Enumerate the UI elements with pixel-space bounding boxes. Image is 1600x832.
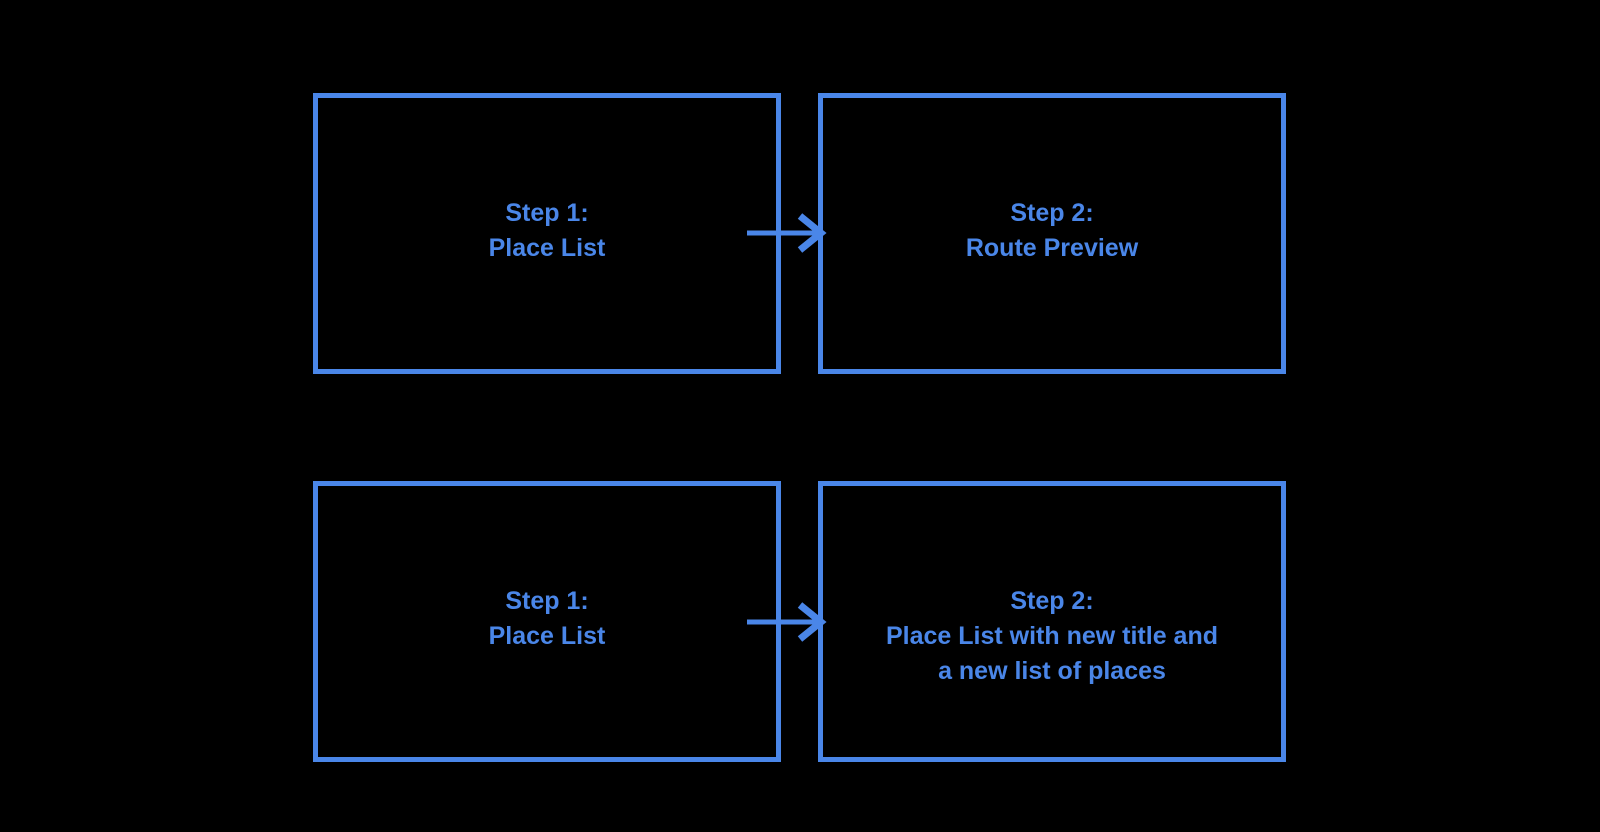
box-step1-place-list-2: Step 1: Place List xyxy=(313,481,781,762)
step-label: Step 2: Place List with new title and a … xyxy=(823,584,1281,689)
box-step2-route-preview: Step 2: Route Preview xyxy=(818,93,1286,374)
step-label: Step 2: Route Preview xyxy=(823,196,1281,266)
box-step2-new-place-list: Step 2: Place List with new title and a … xyxy=(818,481,1286,762)
step-title: Step 1: xyxy=(505,199,589,227)
step-label: Step 1: Place List xyxy=(318,196,776,266)
step-description-line: Place List with new title and xyxy=(885,622,1218,650)
flow-arrow-right-icon xyxy=(747,602,827,642)
step-title: Step 2: xyxy=(1010,199,1094,227)
step-title: Step 1: xyxy=(505,587,589,615)
step-description-line: a new list of places xyxy=(938,657,1166,685)
step-description-line: Route Preview xyxy=(965,234,1139,262)
step-description-line: Place List xyxy=(488,622,606,650)
step-title: Step 2: xyxy=(1010,587,1094,615)
flow-arrow-right-icon xyxy=(747,213,827,253)
step-label: Step 1: Place List xyxy=(318,584,776,654)
step-description-line: Place List xyxy=(488,234,606,262)
box-step1-place-list: Step 1: Place List xyxy=(313,93,781,374)
